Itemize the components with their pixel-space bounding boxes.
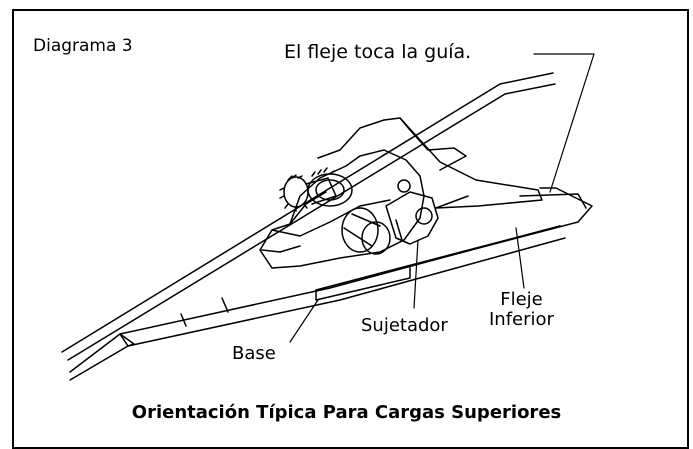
callout-clamp: Sujetador [361, 315, 448, 336]
diagram-caption: Orientación Típica Para Cargas Superiore… [131, 402, 562, 423]
lever-handle [317, 117, 543, 209]
leader-lines [289, 53, 595, 343]
clamp-seal [385, 179, 439, 245]
diagram-frame [12, 9, 689, 449]
callout-strap-touches-guide: El fleje toca la guía. [284, 41, 472, 63]
strapping-tool-illustration [61, 53, 595, 381]
diagram-number: Diagrama 3 [33, 36, 133, 56]
callout-lower-strap-line1: Fleje [500, 289, 543, 310]
upper-strap [61, 72, 556, 361]
base-plate [315, 187, 593, 301]
tool-body [259, 149, 425, 269]
front-knob [341, 207, 391, 255]
callout-base: Base [232, 343, 276, 364]
gear-wheel [307, 173, 353, 207]
callout-lower-strap-line2: Inferior [489, 309, 554, 330]
callout-lower-strap: Fleje Inferior [489, 290, 554, 330]
